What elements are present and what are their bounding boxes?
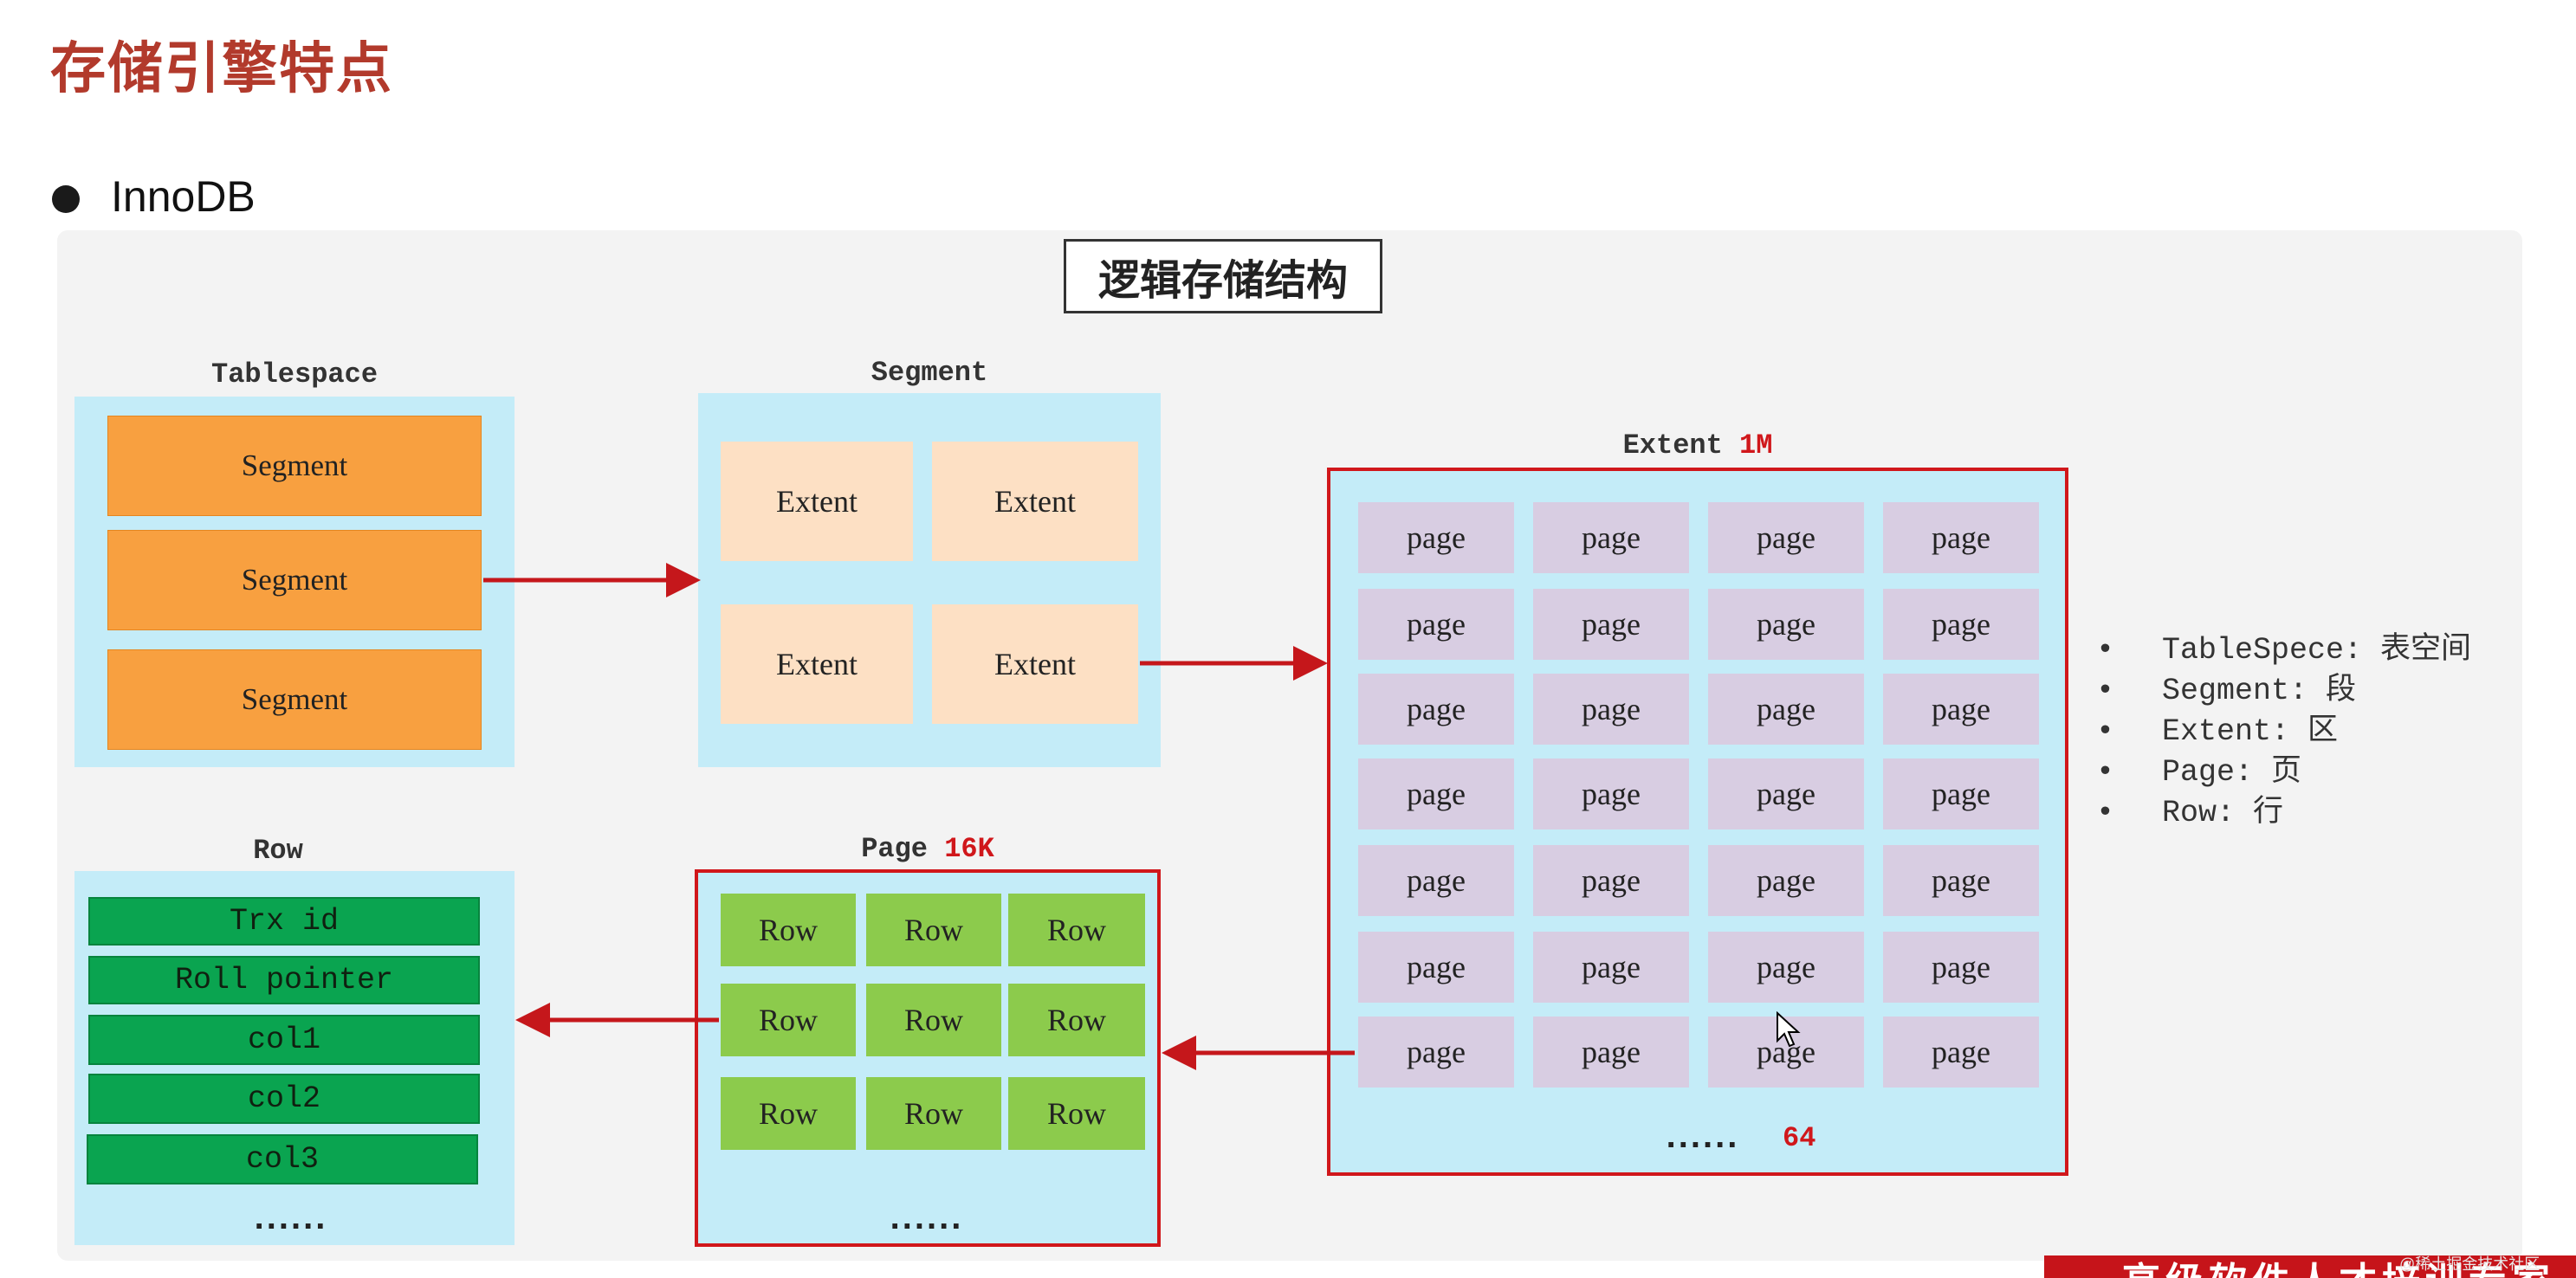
page-row: Row xyxy=(1008,984,1145,1056)
extent-page: page xyxy=(1358,589,1514,660)
legend-item: • Page: 页 xyxy=(2096,752,2471,793)
page-row: Row xyxy=(721,894,856,966)
watermark: @稀土掘金技术社区 xyxy=(2399,1255,2540,1273)
cursor-icon xyxy=(1777,1011,1801,1048)
page-label-text: Page xyxy=(861,833,928,865)
extent-page: page xyxy=(1883,932,2039,1003)
extent-page: page xyxy=(1708,758,1864,829)
page-row: Row xyxy=(866,984,1001,1056)
legend-item: • Extent: 区 xyxy=(2096,712,2471,752)
legend-item: • Segment: 段 xyxy=(2096,671,2471,712)
row-field: Trx id xyxy=(88,897,480,946)
extent-page: page xyxy=(1533,758,1689,829)
extent-dots: ...... xyxy=(1666,1117,1740,1155)
legend-text: TableSpece: 表空间 xyxy=(2162,633,2472,668)
extent-page: page xyxy=(1358,674,1514,745)
footer-banner xyxy=(2044,1255,2576,1278)
extent-page: page xyxy=(1533,932,1689,1003)
page-size: 16K xyxy=(944,833,994,865)
tablespace-segment: Segment xyxy=(107,530,482,630)
extent-page: page xyxy=(1358,1017,1514,1088)
extent-page: page xyxy=(1883,1017,2039,1088)
segment-label: Segment xyxy=(871,357,988,389)
legend-text: Page: 页 xyxy=(2162,755,2302,790)
footer-banner-text: 高级软件人才培训专家 xyxy=(2122,1250,2555,1278)
extent-page: page xyxy=(1533,1017,1689,1088)
extent-page: page xyxy=(1883,845,2039,916)
legend-bullet: • xyxy=(2096,633,2115,668)
row-field: Roll pointer xyxy=(88,956,480,1004)
page-row: Row xyxy=(866,1077,1001,1150)
page-row: Row xyxy=(866,894,1001,966)
page-row: Row xyxy=(1008,894,1145,966)
page-dots: ...... xyxy=(890,1198,964,1236)
bullet-dot xyxy=(52,185,80,213)
extent-page: page xyxy=(1358,845,1514,916)
legend-bullet: • xyxy=(2096,796,2115,830)
legend-bullet: • xyxy=(2096,674,2115,708)
extent-page: page xyxy=(1883,674,2039,745)
extent-page: page xyxy=(1883,589,2039,660)
extent-page: page xyxy=(1533,502,1689,573)
row-field: col2 xyxy=(88,1074,480,1124)
legend-bullet: • xyxy=(2096,714,2115,749)
segment-extent: Extent xyxy=(721,442,913,561)
extent-count: 64 xyxy=(1783,1122,1816,1154)
extent-page: page xyxy=(1533,674,1689,745)
page-label: Page 16K xyxy=(695,833,1161,865)
extent-page: page xyxy=(1883,758,2039,829)
tablespace-label: Tablespace xyxy=(210,358,379,390)
extent-page: page xyxy=(1708,932,1864,1003)
extent-page: page xyxy=(1533,589,1689,660)
extent-label-text: Extent xyxy=(1622,429,1723,462)
extent-page: page xyxy=(1708,674,1864,745)
extent-page: page xyxy=(1358,502,1514,573)
page-row: Row xyxy=(721,1077,856,1150)
row-dots: ...... xyxy=(254,1198,328,1236)
legend: • TableSpece: 表空间 • Segment: 段 • Extent: 区 • Pa… xyxy=(2096,630,2471,834)
extent-label: Extent 1M xyxy=(1327,429,2068,462)
segment-extent: Extent xyxy=(932,442,1138,561)
slide-title: 存储引擎特点 xyxy=(50,37,393,100)
diagram-title: 逻辑存储结构 xyxy=(1064,239,1382,313)
segment-extent: Extent xyxy=(721,604,913,724)
legend-text: Segment: 段 xyxy=(2162,674,2357,708)
page-row: Row xyxy=(721,984,856,1056)
extent-page: page xyxy=(1358,758,1514,829)
segment-extent: Extent xyxy=(932,604,1138,724)
row-field: col1 xyxy=(88,1015,480,1065)
extent-page: page xyxy=(1883,502,2039,573)
row-field: col3 xyxy=(87,1134,478,1184)
page-row: Row xyxy=(1008,1077,1145,1150)
extent-page: page xyxy=(1533,845,1689,916)
extent-page: page xyxy=(1708,502,1864,573)
tablespace-segment: Segment xyxy=(107,416,482,516)
bullet-text: InnoDB xyxy=(111,172,256,221)
legend-text: Extent: 区 xyxy=(2162,714,2339,749)
legend-text: Row: 行 xyxy=(2162,796,2284,830)
tablespace-segment: Segment xyxy=(107,649,482,750)
extent-page: page xyxy=(1358,932,1514,1003)
legend-item: • Row: 行 xyxy=(2096,793,2471,834)
extent-page: page xyxy=(1708,845,1864,916)
extent-page: page xyxy=(1708,589,1864,660)
legend-bullet: • xyxy=(2096,755,2115,790)
legend-item: • TableSpece: 表空间 xyxy=(2096,630,2471,671)
row-label: Row xyxy=(253,835,303,867)
extent-size: 1M xyxy=(1739,429,1773,462)
